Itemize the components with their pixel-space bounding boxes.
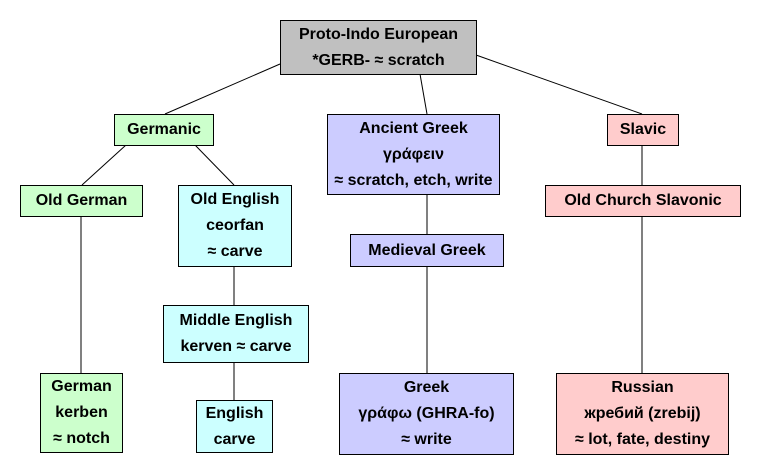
- node-line: Germanic: [127, 121, 201, 138]
- node-germanic: Germanic: [114, 114, 214, 146]
- node-proto-indo-european: Proto-Indo European *GERB- ≈ scratch: [280, 20, 477, 75]
- node-english: English carve: [196, 400, 273, 453]
- node-russian: Russian жребий (zrebij) ≈ lot, fate, des…: [556, 373, 729, 455]
- node-line: ≈ write: [401, 431, 452, 448]
- node-line: carve: [213, 430, 256, 448]
- node-middle-english: Middle English kerven ≈ carve: [163, 305, 309, 363]
- node-line: ≈ carve: [207, 243, 263, 260]
- node-line: German: [51, 378, 112, 395]
- node-ancient-greek: Ancient Greek γράφειν ≈ scratch, etch, w…: [327, 114, 500, 195]
- node-line: ceorfan: [206, 217, 264, 234]
- node-medieval-greek: Medieval Greek: [350, 234, 504, 267]
- node-old-german: Old German: [20, 185, 143, 217]
- node-slavic: Slavic: [607, 114, 679, 146]
- edge-pie-germanic: [164, 63, 281, 115]
- edge-germanic-old-german: [81, 144, 127, 186]
- node-line: Old Church Slavonic: [564, 192, 722, 209]
- node-line: Medieval Greek: [368, 241, 486, 259]
- node-line: ≈ notch: [53, 430, 110, 447]
- node-german: German kerben ≈ notch: [40, 373, 123, 453]
- node-old-english: Old English ceorfan ≈ carve: [178, 185, 292, 267]
- node-line: Greek: [403, 379, 450, 396]
- node-line: Slavic: [619, 121, 667, 138]
- node-line: Old English: [190, 191, 280, 208]
- node-line: English: [205, 404, 264, 422]
- node-greek: Greek γράφω (GHRA-fo) ≈ write: [339, 373, 514, 455]
- node-line: жребий (zrebij): [584, 405, 701, 422]
- node-line: γράφω (GHRA-fo): [358, 405, 495, 422]
- edge-pie-ancient-greek: [419, 73, 428, 115]
- node-line: γράφειν: [382, 145, 444, 163]
- node-line: Old German: [35, 192, 128, 209]
- node-line: kerven ≈ carve: [180, 338, 292, 355]
- node-line: Middle English: [179, 312, 293, 329]
- node-line: ≈ lot, fate, destiny: [574, 431, 711, 448]
- node-line: Russian: [611, 379, 674, 396]
- edge-pie-slavic: [475, 54, 643, 115]
- node-line: ≈ scratch, etch, write: [334, 171, 493, 189]
- node-line: Proto-Indo European: [298, 25, 459, 43]
- node-old-church-slavonic: Old Church Slavonic: [545, 185, 741, 217]
- node-line: Ancient Greek: [359, 119, 468, 137]
- node-line: kerben: [55, 404, 108, 421]
- node-line: *GERB- ≈ scratch: [312, 51, 445, 69]
- edge-germanic-old-english: [194, 144, 235, 186]
